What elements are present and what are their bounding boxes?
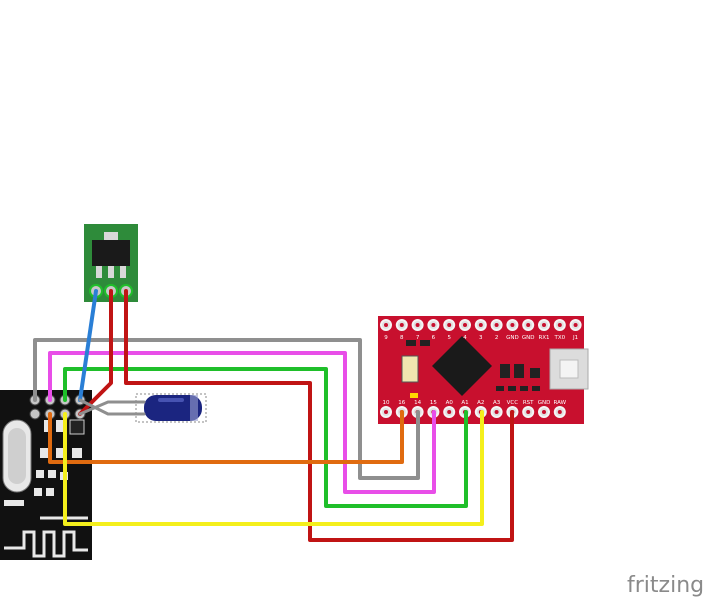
capacitor-stripe [190,395,198,421]
board-component [406,340,416,346]
board-pin-label: 14 [414,400,421,406]
radio-component [36,470,44,478]
board-pin-hole [573,323,578,327]
board-pin-label: GND [506,335,519,341]
board-pin-label: 2 [495,335,499,341]
radio-crystal-inner [8,428,26,484]
board-pin-label: TX0 [553,335,565,341]
board-pin-hole [478,323,483,327]
regulator-leg [108,266,114,278]
board-pin-label: GND [538,400,551,406]
wire-orange[interactable] [48,410,404,464]
board-pin-label: A1 [461,400,468,406]
board-pin-label: A0 [446,400,454,406]
capacitor-lead [78,398,146,416]
regulator-leg [120,266,126,278]
board-component [530,368,540,378]
wire-magenta[interactable] [48,351,436,494]
board-pin-hole [557,323,562,327]
board-pin-label: 4 [463,335,467,341]
board-pin-hole [415,323,420,327]
board-pin-hole [542,323,546,327]
board-pin-label: 8 [400,335,404,341]
radio-component [46,488,54,496]
power-led [410,393,418,398]
board-component [508,386,516,391]
board-pin-hole [447,323,452,327]
radio-pin[interactable] [29,408,41,420]
wire-gray[interactable] [33,338,420,480]
wire-yellow[interactable] [63,410,484,526]
board-pin-hole [542,410,546,414]
board-pin-hole [384,410,388,414]
board-pin-hole [384,323,388,327]
radio-chip [69,419,85,435]
board-pin-hole [526,323,531,327]
nrf24-radio-module [0,390,92,560]
board-pin-hole [399,323,404,327]
fritzing-logo: fritzing [627,573,704,598]
board-pin-label: VCC [507,400,519,406]
board-pin-label: A3 [493,400,501,406]
wires [33,289,514,542]
board-pin-hole [526,410,531,414]
board-pin-label: 9 [384,335,388,341]
board-component [496,386,504,391]
board-pin-label: J1 [572,335,578,341]
radio-component [56,420,64,432]
electrolytic-capacitor [135,393,207,423]
board-pin-hole [510,323,515,327]
wire-green[interactable] [63,367,468,508]
board-pin-label: 10 [383,400,390,406]
board-pin-label: 15 [430,400,437,406]
board-pin-label: RST [523,400,534,406]
board-component [500,364,510,378]
board-pin-label: 7 [416,335,420,341]
capacitor-selection-box [135,393,207,423]
board-pin-hole [494,323,499,327]
board-pin-hole [463,323,467,327]
board-pin-label: 16 [398,400,405,406]
radio-antenna-trace [4,530,88,558]
board-component [514,364,524,378]
regulator-chip [92,240,130,266]
radio-component [72,448,82,458]
board-pin-label: GND [522,335,535,341]
board-component [532,386,540,391]
regulator-leg [96,266,102,278]
wire-blue[interactable] [78,289,98,402]
microcontroller-chip [432,336,492,396]
radio-component [34,488,42,496]
board-pin-hole [494,410,499,414]
board-pin-label: 3 [479,335,483,341]
board-pin-hole [431,323,436,327]
board-pin-hole [557,410,562,414]
board-pin-label: 6 [432,335,436,341]
board-component [520,386,528,391]
capacitor-lead [78,400,146,416]
board-component [420,340,430,346]
board-pin-label: RAW [554,400,567,406]
board-pin-label: RX1 [538,335,549,341]
board-pin-label: 5 [447,335,451,341]
crystal-component [401,355,419,383]
board-pin-label: A2 [477,400,484,406]
radio-component [48,470,56,478]
board-pin-hole [447,410,452,414]
radio-component [40,448,50,458]
capacitor-body[interactable] [144,395,202,421]
radio-component [4,500,24,506]
usb-port [559,359,579,379]
capacitor-highlight [158,398,184,402]
regulator-tab [104,232,118,240]
radio-component [56,448,66,458]
